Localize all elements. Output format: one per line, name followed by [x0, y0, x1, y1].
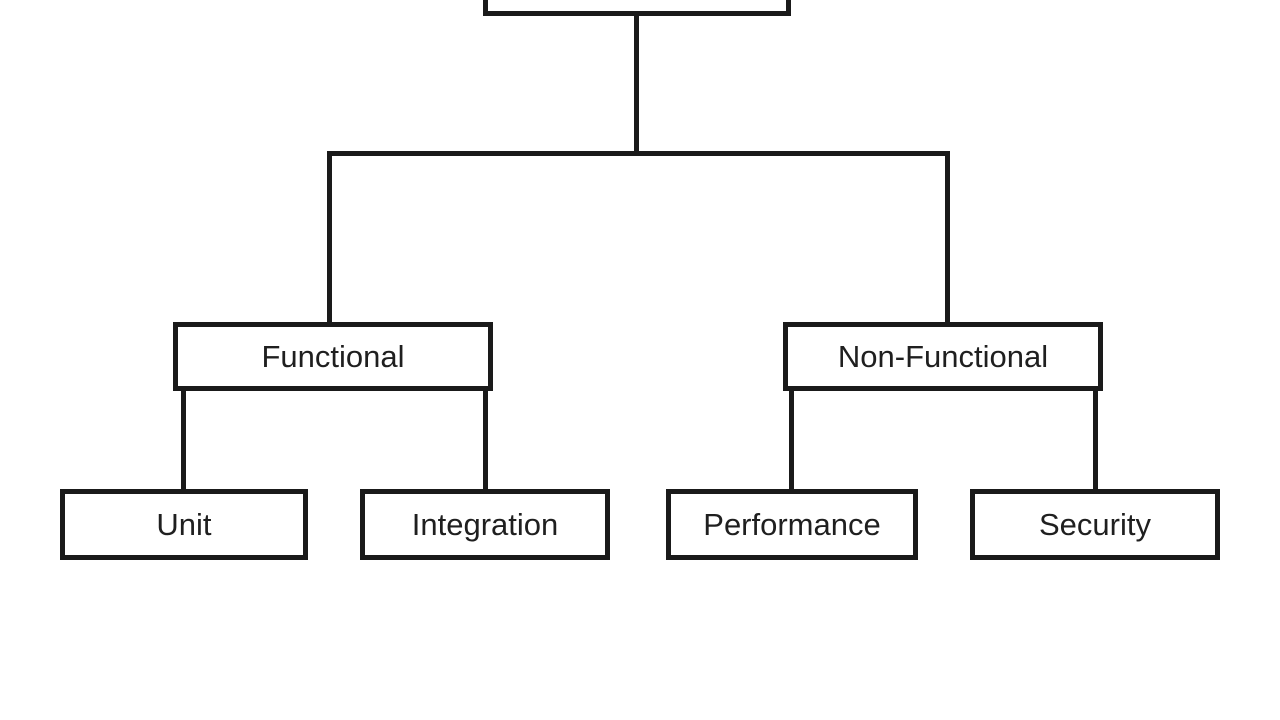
connector-non-functional-to-security — [1093, 389, 1098, 491]
node-performance: Performance — [666, 489, 918, 560]
node-functional: Functional — [173, 322, 493, 391]
connector-functional-to-unit — [181, 389, 186, 491]
node-performance-label: Performance — [703, 507, 881, 542]
node-functional-label: Functional — [261, 339, 405, 374]
node-security: Security — [970, 489, 1220, 560]
node-non-functional-label: Non-Functional — [837, 339, 1049, 374]
connector-non-functional-to-performance — [789, 389, 794, 491]
node-security-label: Security — [1039, 507, 1151, 542]
node-unit: Unit — [60, 489, 308, 560]
node-non-functional: Non-Functional — [783, 322, 1103, 391]
node-integration: Integration — [360, 489, 610, 560]
connector-root-stem — [634, 14, 639, 154]
node-integration-label: Integration — [411, 507, 559, 542]
connector-root-to-functional — [327, 154, 332, 324]
connector-root-to-non-functional — [945, 154, 950, 324]
node-unit-label: Unit — [156, 507, 212, 542]
connector-crossbar — [327, 151, 950, 156]
connector-functional-to-integration — [483, 389, 488, 491]
node-root — [483, 0, 791, 16]
